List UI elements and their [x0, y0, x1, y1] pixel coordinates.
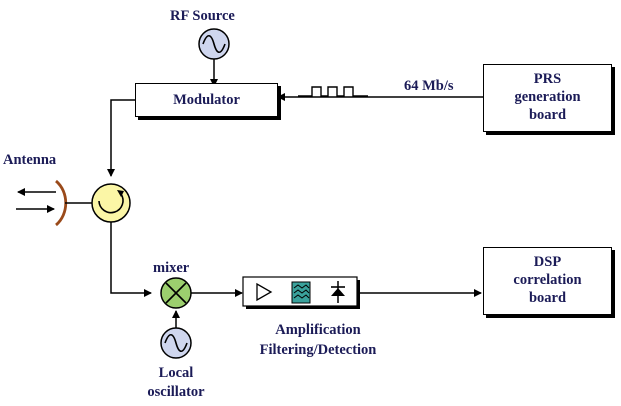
circulator-to-mixer-arrow — [110, 222, 152, 297]
mixer-icon — [160, 277, 192, 309]
prs-board-line-1: PRS — [533, 71, 562, 87]
mixer-label: mixer — [153, 260, 190, 276]
rf-source-icon — [198, 28, 230, 60]
pulse-train-icon — [298, 86, 368, 97]
amplifier-icon — [256, 282, 273, 302]
detector-diode-icon — [331, 281, 345, 303]
circulator-icon — [91, 183, 131, 223]
prs-board-line-3: board — [528, 107, 567, 123]
local-oscillator-line-2: oscillator — [147, 384, 205, 400]
local-oscillator-icon — [160, 327, 192, 359]
prs-generation-board-box: PRS generation board — [483, 64, 612, 132]
filter-icon — [291, 281, 311, 304]
modulator-box: Modulator — [135, 83, 278, 117]
dsp-board-line-3: board — [528, 290, 567, 306]
rf-source-label: RF Source — [170, 8, 235, 24]
local-oscillator-line-1: Local — [158, 365, 194, 381]
antenna-icon — [16, 179, 93, 227]
dsp-correlation-board-box: DSP correlation board — [483, 247, 612, 315]
amplification-chain-box — [242, 276, 360, 309]
antenna-label: Antenna — [3, 152, 57, 168]
dsp-board-line-1: DSP — [533, 254, 562, 270]
modulator-to-circulator-arrow — [107, 99, 135, 177]
bit-rate-label: 64 Mb/s — [404, 78, 454, 94]
chain-label-line-2: Filtering/Detection — [259, 342, 377, 358]
modulator-label: Modulator — [173, 92, 240, 108]
prs-board-line-2: generation — [514, 89, 581, 105]
chain-label-line-1: Amplification — [275, 322, 361, 338]
dsp-board-line-2: correlation — [513, 272, 582, 288]
